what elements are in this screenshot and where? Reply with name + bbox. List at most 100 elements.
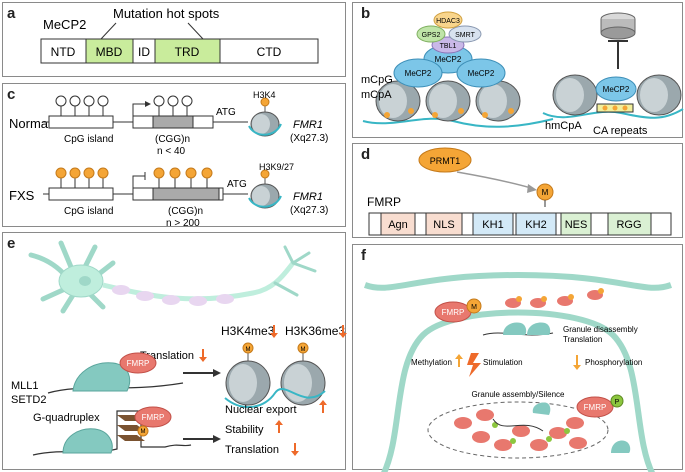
panel-c-label: c [7, 86, 16, 103]
normal-locus: (Xq27.3) [290, 133, 328, 144]
right-mecp2 [595, 76, 637, 102]
m-badge-1: M [246, 347, 251, 353]
hotspot-arrow-2 [187, 22, 204, 40]
mecp2-left [393, 58, 443, 88]
small-fmrp-group [505, 288, 604, 308]
gps2-label: GPS2 [422, 32, 441, 39]
domain-nls-label: NLS [433, 219, 454, 231]
hdac3-label: HDAC3 [436, 18, 460, 25]
prmt1-label: PRMT1 [430, 156, 461, 166]
methyl-badge-text: M [542, 188, 549, 197]
domain-ntd [40, 38, 87, 64]
fxs-mark: H3K9/27 [259, 162, 294, 172]
right-dna [542, 108, 684, 119]
normal-island-label: CpG island [64, 134, 113, 145]
domain-kh1-label: KH1 [482, 219, 503, 231]
fxs-repeat-label: (CGG)n [168, 206, 203, 217]
mll1-label: MLL1 [11, 380, 39, 392]
domain-kh1 [472, 212, 514, 236]
left-methyl-dots [384, 108, 514, 118]
normal-nucleosome-icon [248, 97, 282, 137]
down-arrow-translation [199, 349, 207, 362]
left-nucleosomes [375, 80, 521, 122]
panel-d-figure: PRMT1 M FMRP Agn NLS KH1 KH2 NES RGG [367, 147, 672, 236]
g-quadruplex-label: G-quadruplex [33, 412, 100, 424]
phosphorylation-label: Phosphorylation [585, 358, 642, 367]
normal-atg: ATG [216, 107, 236, 118]
ribosome-f [611, 440, 631, 453]
disassembly-label: Granule disassembly [563, 325, 638, 334]
panel-f: f FMRP M Granule disassembly Translation… [352, 244, 683, 472]
cylinder-inhibitor [600, 12, 636, 40]
fxs-methylated-lollipops [55, 167, 109, 188]
fxs-cgg-methylated-lollipops [153, 167, 213, 188]
fmrp-oval-1-label: FMRP [127, 359, 150, 368]
effect-stability: Stability [225, 424, 264, 436]
panel-d: d PRMT1 M FMRP Agn NLS KH1 KH2 NES RGG [352, 143, 683, 238]
panel-b-label: b [361, 5, 371, 22]
fxs-nucleosome-icon [248, 169, 282, 209]
mcpg-label: mCpG [361, 74, 393, 86]
ribosome-2 [62, 428, 113, 454]
hotspot-arrow-1 [100, 22, 117, 40]
up-arrow-stability [275, 420, 283, 433]
normal-repeat-label: (CGG)n [155, 134, 190, 145]
panel-c-figure: Normal ATG CpG island (CGG)n n < 40 [9, 90, 328, 229]
right-mecp2-label: MeCP2 [603, 85, 630, 94]
prmt1-arrow [456, 171, 532, 189]
mecp2-right-label: MeCP2 [468, 69, 495, 78]
fmrp-top-label: FMRP [442, 308, 465, 317]
domain-agn-label: Agn [388, 219, 408, 231]
translation-label-f: Translation [563, 335, 602, 344]
fxs-gene: FMR1 [293, 191, 323, 203]
panel-e: e H3K4me3 H3K36me3 [2, 232, 347, 470]
m-badge-top [466, 298, 482, 314]
stimulation-label: Stimulation [483, 358, 523, 367]
up-arrow-export [319, 400, 327, 413]
normal-mark: H3K4 [253, 90, 276, 100]
down-arrow-h3k4me3 [270, 325, 278, 338]
h3k4me3-label: H3K4me3 [221, 324, 275, 338]
normal-lollipops [55, 95, 109, 116]
assembly-label: Granule assembly/Silence [472, 390, 565, 399]
panel-a: a MeCP2 Mutation hot spots NTD MBD ID TR… [2, 2, 346, 77]
p-badge-text: P [615, 399, 620, 406]
tbl1-label: TBL1 [440, 43, 457, 50]
domain-rgg [607, 212, 652, 236]
panel-b: b HDAC3 GPS2 SMRT TBL1 MeCP2 MeCP2 MeCP2… [352, 2, 684, 138]
prmt1-oval [418, 147, 472, 173]
domain-ctd [219, 38, 319, 64]
panel-c: c Normal ATG CpG island (CGG)n n < 40 [2, 83, 346, 229]
panel-d-label: d [361, 146, 371, 163]
normal-label: Normal [9, 116, 51, 131]
granule-boundary [427, 401, 609, 459]
fmrp-label: FMRP [367, 195, 401, 209]
domain-agn [380, 212, 416, 236]
ribosome-1 [72, 362, 131, 392]
gps2-oval [416, 25, 446, 43]
mecp2-top-label: MeCP2 [435, 55, 462, 64]
smrt-label: SMRT [455, 32, 475, 39]
panel-a-figure: MeCP2 Mutation hot spots NTD MBD ID TRD … [40, 6, 319, 64]
m-badge-2: M [301, 347, 306, 353]
nucleosome-left [225, 342, 271, 406]
normal-cpg-island [48, 115, 114, 129]
domain-nes-label: NES [565, 219, 588, 231]
synapse-spine-membrane [381, 309, 655, 472]
fxs-count-label: n > 200 [166, 218, 200, 229]
m-badge-top-text: M [471, 304, 477, 311]
fmrp-oval-2 [134, 406, 172, 428]
panel-a-label: a [7, 5, 16, 22]
mcpa-label: mCpA [361, 89, 392, 101]
fxs-label: FXS [9, 188, 35, 203]
domain-ntd-label: NTD [51, 45, 76, 59]
hmcpa-label: hmCpA [545, 120, 582, 132]
fmrp-oval-bottom [576, 396, 614, 418]
fmrp-bottom-label: FMRP [584, 403, 607, 412]
panel-e-figure: H3K4me3 H3K36me3 M M Translation MLL1 SE… [11, 240, 347, 456]
effect-translation: Translation [225, 444, 279, 456]
domain-id-label: ID [138, 45, 150, 59]
domain-nls [425, 212, 463, 236]
panel-e-label: e [7, 235, 16, 252]
synapse-top-membrane [363, 271, 673, 291]
